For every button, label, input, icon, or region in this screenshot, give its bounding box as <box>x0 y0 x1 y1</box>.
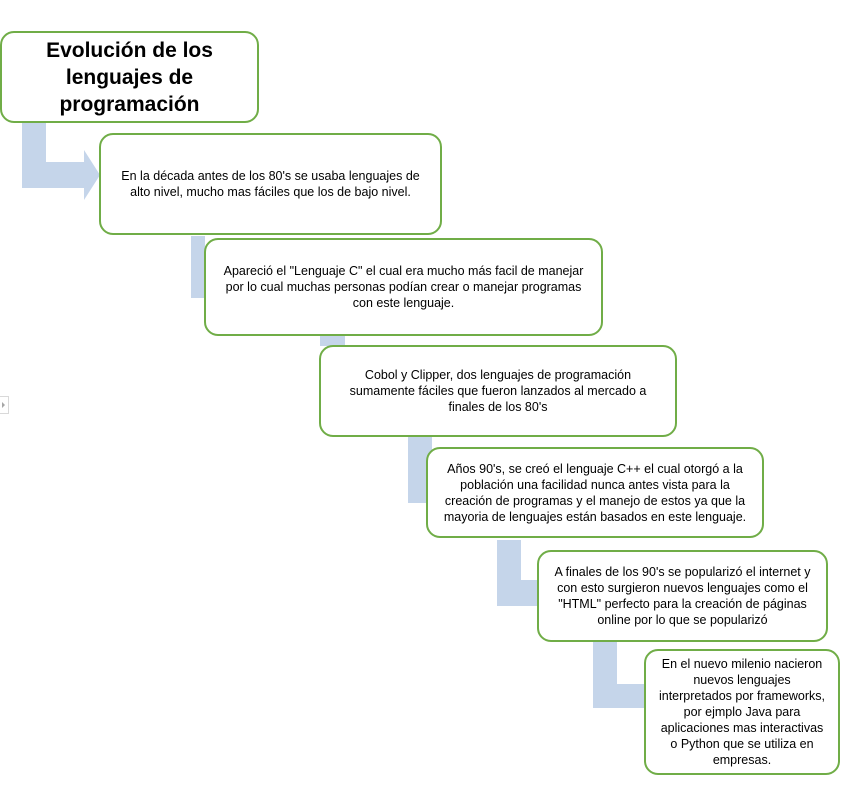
step-box-1: En la década antes de los 80's se usaba … <box>99 133 442 235</box>
connector-3 <box>320 336 345 346</box>
connector-6 <box>593 642 645 708</box>
step-box-3: Cobol y Clipper, dos lenguajes de progra… <box>319 345 677 437</box>
step-text-6: En el nuevo milenio nacieron nuevos leng… <box>658 657 826 767</box>
step-box-2: Apareció el "Lenguaje C" el cual era muc… <box>204 238 603 336</box>
step-box-4: Años 90's, se creó el lenguaje C++ el cu… <box>426 447 764 538</box>
side-expand-handle[interactable] <box>0 396 9 414</box>
step-box-5: A finales de los 90's se popularizó el i… <box>537 550 828 642</box>
step-text-3: Cobol y Clipper, dos lenguajes de progra… <box>349 368 647 414</box>
diagram-title: Evolución de los lenguajes de programaci… <box>46 38 213 116</box>
step-text-2: Apareció el "Lenguaje C" el cual era muc… <box>223 264 584 310</box>
step-text-4: Años 90's, se creó el lenguaje C++ el cu… <box>443 461 747 524</box>
step-box-6: En el nuevo milenio nacieron nuevos leng… <box>644 649 840 775</box>
step-text-1: En la década antes de los 80's se usaba … <box>121 169 420 199</box>
bent-arrow-1 <box>22 122 100 200</box>
step-text-5: A finales de los 90's se popularizó el i… <box>554 565 811 627</box>
diagram-title-box: Evolución de los lenguajes de programaci… <box>0 31 259 123</box>
connector-2 <box>191 236 205 298</box>
connector-5 <box>497 540 538 606</box>
